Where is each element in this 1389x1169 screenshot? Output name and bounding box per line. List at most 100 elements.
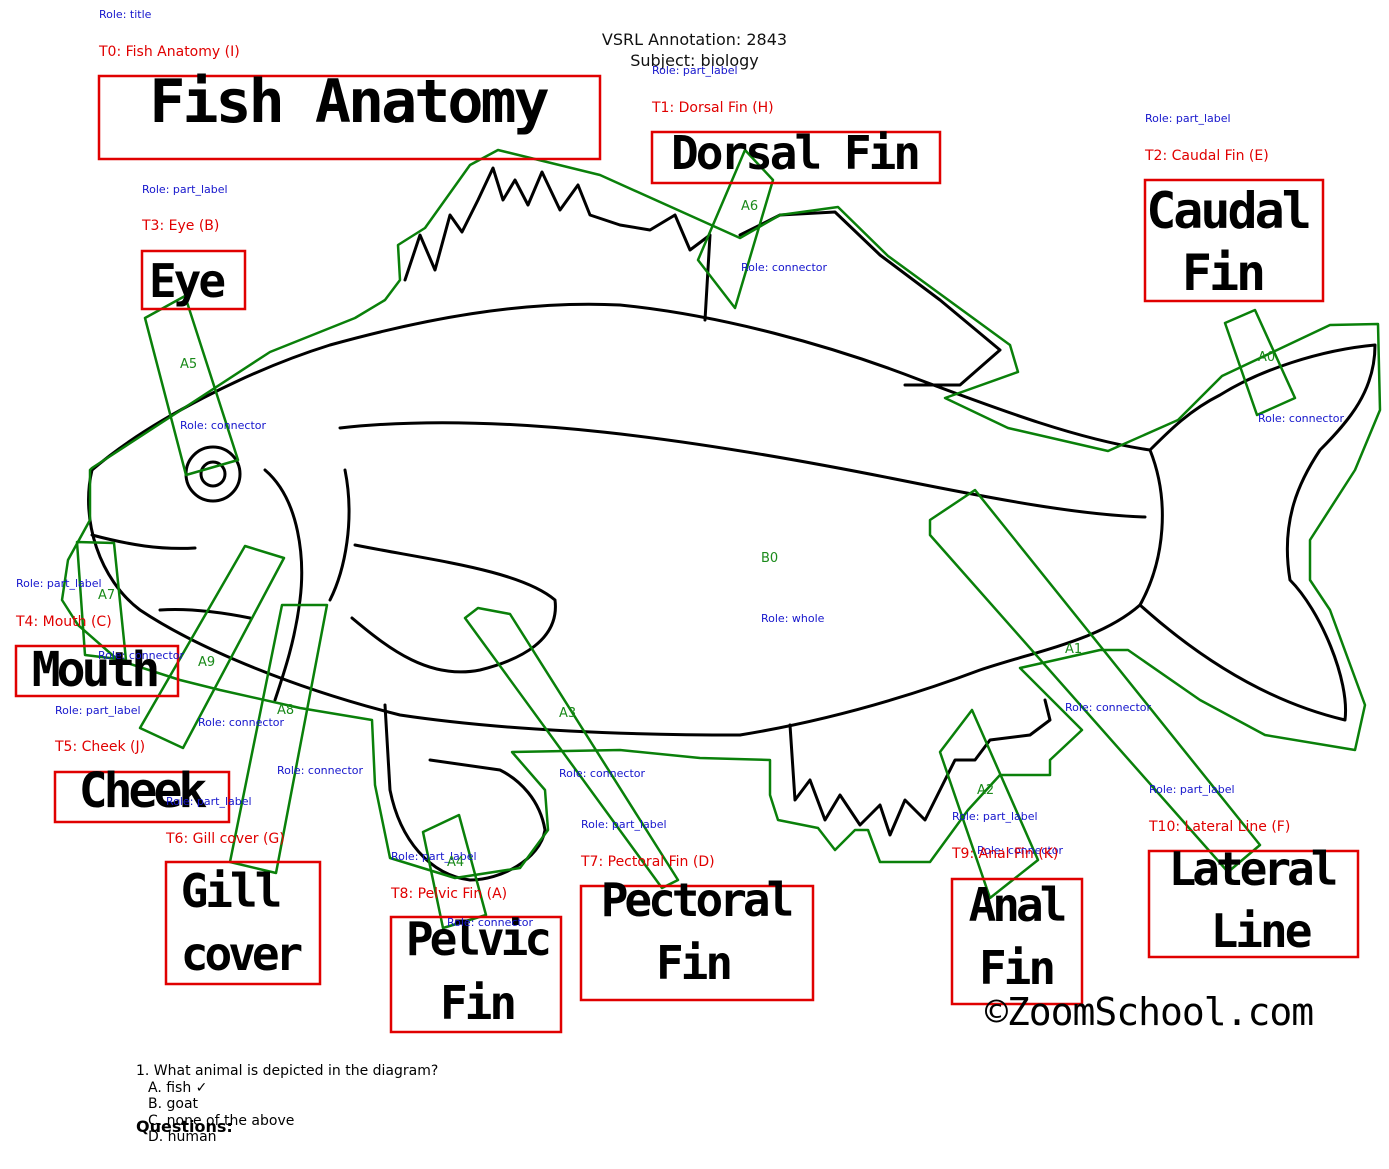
area-b0: B0	[761, 551, 779, 566]
label-eye: Eye	[148, 254, 226, 308]
role-whole: Role: whole	[761, 612, 825, 625]
role-connector-a9: Role: connector	[198, 716, 285, 729]
box-lateral-line	[1147, 849, 1360, 959]
box-pelvic-fin	[389, 915, 563, 1034]
label-anal-fin-line1: Anal	[968, 878, 1068, 932]
tag-t6: T6: Gill cover (G)	[166, 831, 285, 847]
region-outline-a0	[1223, 308, 1297, 417]
box-gill-cover	[164, 860, 322, 986]
region-outline-a9	[138, 544, 286, 750]
area-a3: A3	[559, 706, 577, 721]
fish-head-lower	[87, 468, 742, 737]
gill-arc-inner	[328, 468, 351, 602]
role-connector-a3: Role: connector	[559, 767, 646, 780]
region-outline-a5	[143, 294, 240, 477]
region-outline-a1	[928, 488, 1262, 874]
area-a7: A7	[98, 588, 116, 603]
region-outline-a7	[75, 540, 128, 662]
box-pectoral-fin	[579, 884, 815, 1002]
label-gill-cover-line1: Gill	[180, 864, 283, 918]
label-pelvic-fin-line2: Fin	[439, 976, 517, 1030]
fish-belly-outline	[738, 603, 1142, 737]
tag-t8: T8: Pelvic Fin (A)	[391, 886, 508, 902]
label-cheek: Cheek	[78, 763, 208, 819]
tag-t7: T7: Pectoral Fin (D)	[581, 854, 715, 870]
label-gill-cover-line2: cover	[180, 927, 303, 981]
region-outline-a4	[421, 813, 488, 930]
annotation-header: VSRL Annotation: 2843	[601, 30, 788, 49]
tag-t0: T0: Fish Anatomy (I)	[99, 44, 240, 60]
role-part-label-anal: Role: part_label	[952, 810, 1038, 823]
box-caudal-fin	[1143, 178, 1325, 303]
anal-fin-stroke	[788, 698, 1052, 837]
label-caudal-fin-line1: Caudal	[1146, 182, 1312, 240]
watermark: ©ZoomSchool.com	[985, 990, 1314, 1034]
role-part-label-dorsal: Role: part_label	[652, 64, 738, 77]
label-fish-anatomy: Fish Anatomy	[149, 67, 549, 137]
box-dorsal-fin	[650, 130, 942, 185]
role-part-label-lateral: Role: part_label	[1149, 783, 1235, 796]
subject-header: Subject: biology	[630, 51, 759, 70]
tag-t1: T1: Dorsal Fin (H)	[652, 100, 774, 116]
label-mouth: Mouth	[31, 642, 161, 698]
area-a9: A9	[198, 655, 216, 670]
question-1-option-c: C. none of the above	[148, 1113, 295, 1129]
box-mouth	[14, 644, 180, 698]
tag-t4: T4: Mouth (C)	[16, 614, 112, 630]
role-part-label-mouth: Role: part_label	[16, 577, 102, 590]
role-connector-a6: Role: connector	[741, 261, 828, 274]
area-a4: A4	[447, 855, 465, 870]
question-1-option-a: A. fish ✓	[148, 1080, 208, 1096]
pectoral-fin-stroke	[350, 543, 557, 674]
area-a1: A1	[1065, 642, 1083, 657]
tag-t9: T9: Anal Fin (K)	[952, 846, 1059, 862]
gill-arc	[263, 468, 304, 702]
question-1-option-d: D. human	[148, 1129, 217, 1145]
role-connector-a7: Role: connector	[98, 649, 185, 662]
area-a8: A8	[277, 703, 295, 718]
role-connector-a5: Role: connector	[180, 419, 267, 432]
mouth-lower-stroke	[158, 607, 252, 620]
label-pelvic-fin-line1: Pelvic	[405, 912, 552, 966]
box-eye	[140, 249, 247, 311]
questions-heading: Questions:	[136, 1117, 233, 1136]
role-connector-a1: Role: connector	[1065, 701, 1152, 714]
role-connector-a0: Role: connector	[1258, 412, 1345, 425]
label-lateral-line-line2: Line	[1210, 904, 1313, 958]
region-outline-a6	[696, 148, 775, 310]
role-part-label-pectoral: Role: part_label	[581, 818, 667, 831]
fish-tail-outline	[1138, 343, 1377, 722]
role-part-label-gill: Role: part_label	[166, 795, 252, 808]
role-part-label-caudal: Role: part_label	[1145, 112, 1231, 125]
role-connector-a8: Role: connector	[277, 764, 364, 777]
region-outline-a8	[228, 603, 329, 875]
question-1-option-b: B. goat	[148, 1096, 199, 1112]
tag-t2: T2: Caudal Fin (E)	[1145, 148, 1269, 164]
question-1: 1. What animal is depicted in the diagra…	[136, 1063, 439, 1079]
eye-ring-outer	[184, 445, 242, 503]
label-pectoral-fin-line1: Pectoral	[600, 873, 795, 927]
role-connector-a4: Role: connector	[447, 916, 534, 929]
area-a5: A5	[180, 357, 198, 372]
role-connector-a2: Role: connector	[977, 844, 1064, 857]
role-part-label-pelvic: Role: part_label	[391, 850, 477, 863]
tag-t10: T10: Lateral Line (F)	[1149, 819, 1291, 835]
box-fish-anatomy	[97, 74, 602, 161]
label-caudal-fin-line2: Fin	[1181, 244, 1266, 302]
label-dorsal-fin: Dorsal Fin	[671, 126, 921, 180]
role-title: Role: title	[99, 8, 152, 21]
area-a0: A0	[1258, 350, 1276, 365]
lateral-line-stroke	[338, 421, 1147, 519]
region-outline-a2	[938, 708, 1040, 900]
role-part-label-eye: Role: part_label	[142, 183, 228, 196]
dorsal-fin-stroke	[403, 166, 712, 322]
box-cheek	[53, 770, 231, 824]
label-lateral-line-line1: Lateral	[1168, 842, 1339, 896]
mouth-stroke	[90, 533, 197, 550]
area-a6: A6	[741, 199, 759, 214]
region-outline-a3	[463, 606, 680, 890]
tag-t3: T3: Eye (B)	[142, 218, 220, 234]
fish-back-outline	[90, 302, 1152, 472]
tag-t5: T5: Cheek (J)	[55, 739, 146, 755]
